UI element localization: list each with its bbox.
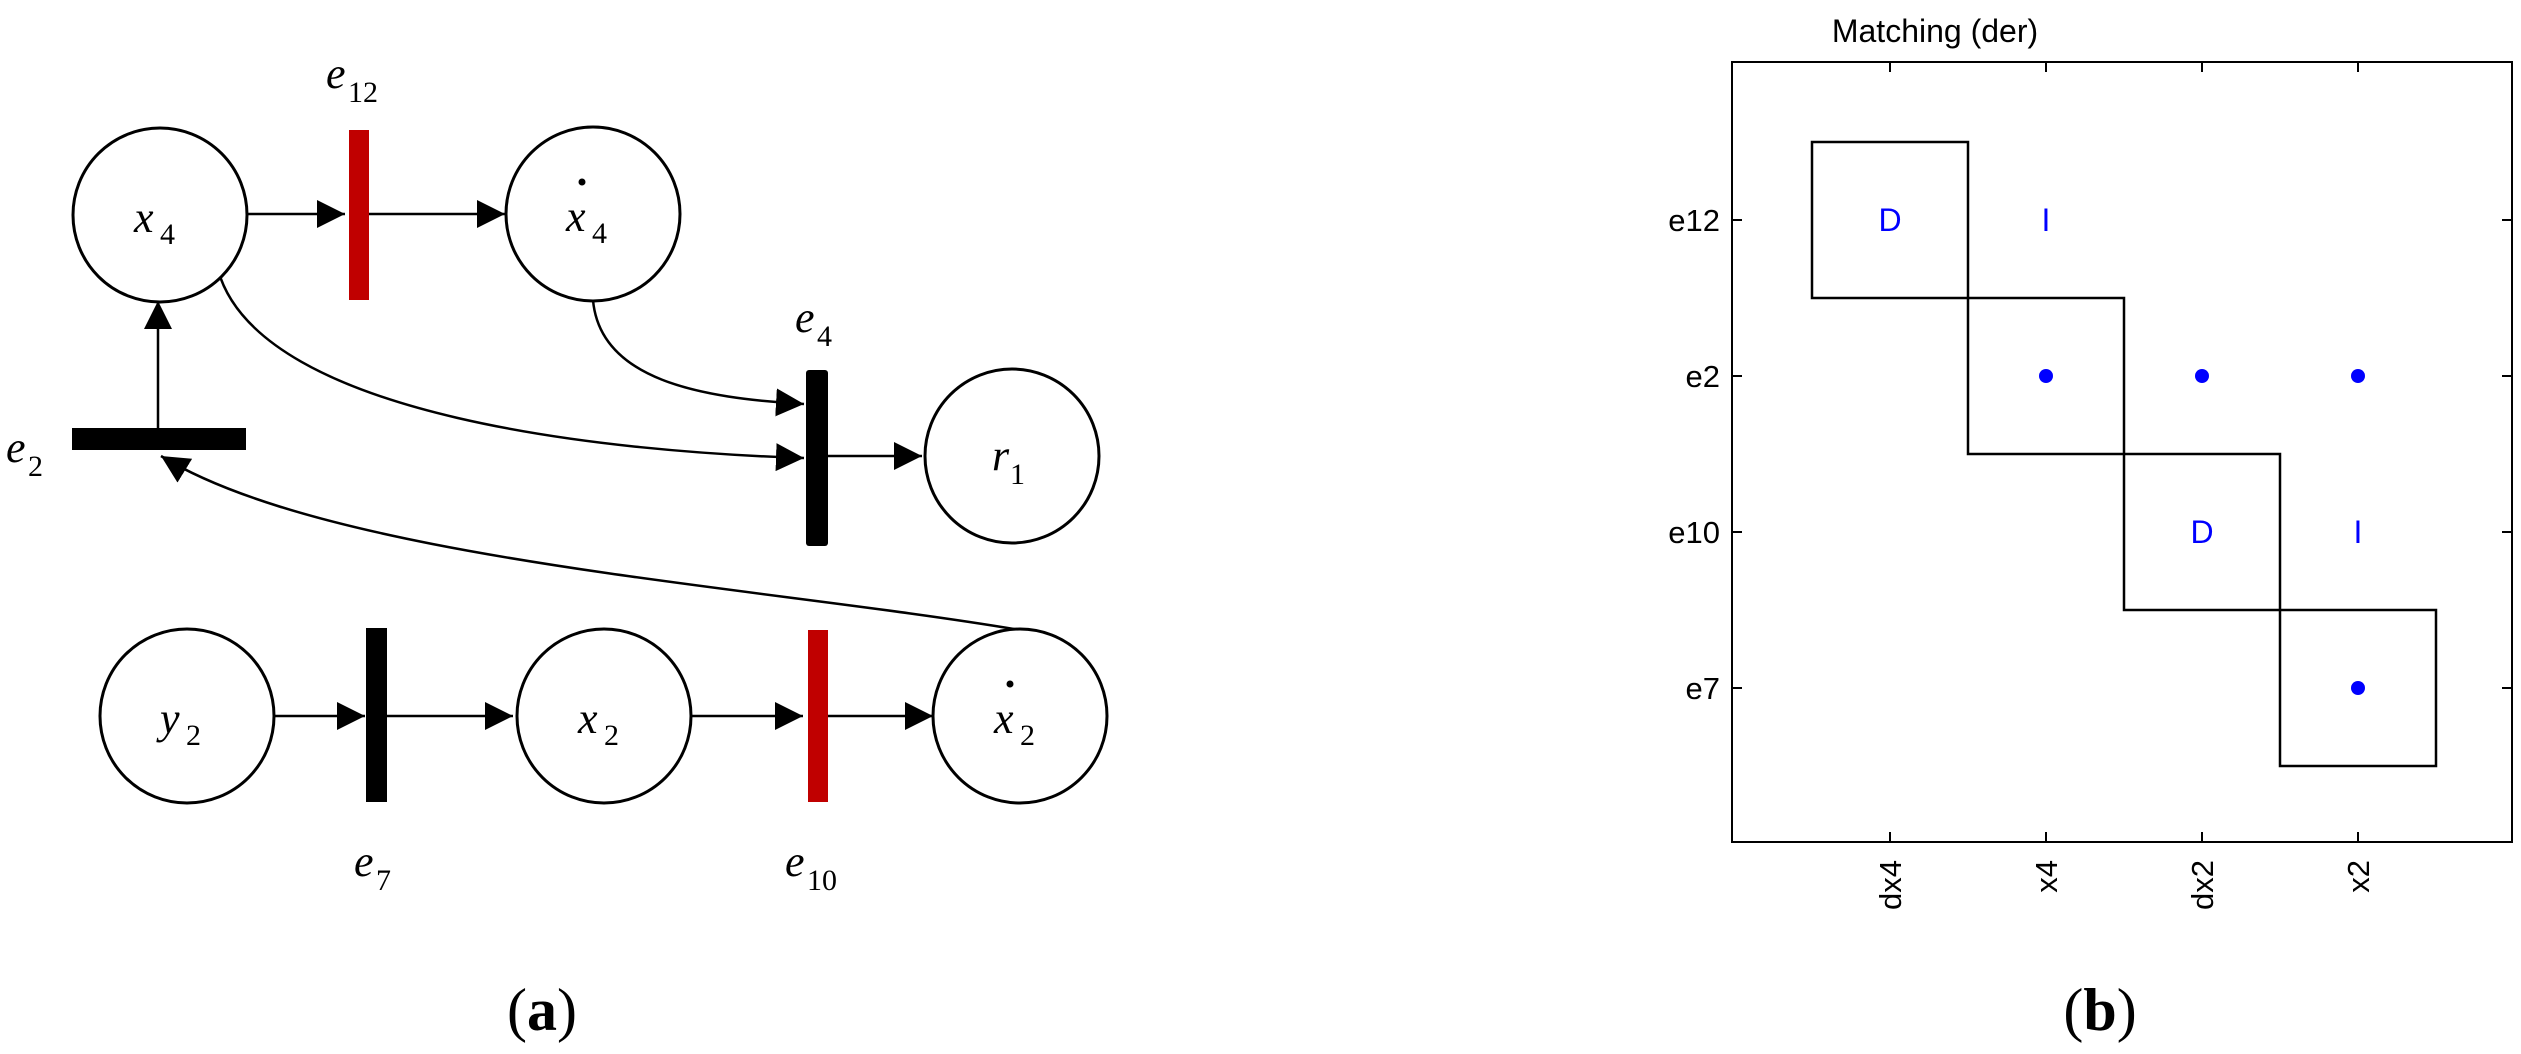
svg-text:2: 2 xyxy=(28,450,43,483)
node-x2-sub: 2 xyxy=(604,719,619,752)
graph-node-x2: x 2 xyxy=(515,627,693,805)
constraint-label-e12: e 12 xyxy=(326,49,378,109)
node-dx2-sub: 2 xyxy=(1020,719,1035,752)
graph-node-dx4: x 4 xyxy=(504,125,682,303)
node-x2-base: x xyxy=(577,694,598,743)
row-label: e7 xyxy=(1686,671,1720,706)
col-label: x2 xyxy=(2341,860,2376,893)
constraint-bar-e10 xyxy=(808,630,828,802)
edge-dx2-e2 xyxy=(160,454,1021,632)
graph-node-r1: r 1 xyxy=(923,367,1101,545)
graph-node-dx2: x 2 xyxy=(931,627,1109,805)
cell-dot xyxy=(2039,369,2053,383)
col-label: x4 xyxy=(2029,860,2064,893)
graph-edges xyxy=(144,200,1021,730)
edge-x4-e4 xyxy=(216,269,805,472)
svg-text:12: 12 xyxy=(348,76,378,109)
matrix-col-labels: dx4 x4 dx2 x2 xyxy=(1873,860,2376,910)
constraint-label-e4: e 4 xyxy=(795,293,832,353)
svg-text:e: e xyxy=(795,293,815,342)
svg-text:e: e xyxy=(354,837,374,886)
row-label: e12 xyxy=(1668,203,1720,238)
edge-dx4-e4 xyxy=(591,299,805,417)
matrix-title: Matching (der) xyxy=(1832,13,2038,49)
constraint-label-e2: e 2 xyxy=(6,423,43,483)
cell-mark: I xyxy=(2042,202,2051,238)
node-dx4-base: x xyxy=(565,192,586,241)
cell-mark: I xyxy=(2354,514,2363,550)
svg-text:e: e xyxy=(6,423,26,472)
matrix-ticks xyxy=(1732,62,2512,842)
matrix-cell-marks: D I D I xyxy=(1878,202,2365,695)
cell-dot xyxy=(2351,369,2365,383)
row-label: e2 xyxy=(1686,359,1720,394)
matching-staircase xyxy=(1810,140,2438,768)
panel-a-bipartite-graph: x 4 x 4 r 1 y 2 x 2 x 2 xyxy=(6,49,1109,1043)
node-dx4-sub: 4 xyxy=(592,217,607,250)
matrix-row-labels: e12 e2 e10 e7 xyxy=(1668,203,1720,706)
cell-mark: D xyxy=(2190,514,2213,550)
matrix-axes-box xyxy=(1731,61,2513,843)
col-label: dx2 xyxy=(2185,860,2220,910)
graph-node-y2: y 2 xyxy=(98,627,276,805)
node-x4-base: x xyxy=(133,193,154,242)
svg-text:7: 7 xyxy=(376,864,391,897)
panel-a-caption: (a) xyxy=(507,977,577,1043)
constraint-bar-e4 xyxy=(806,370,828,546)
cell-mark: D xyxy=(1878,202,1901,238)
constraint-bar-e7 xyxy=(366,628,387,802)
node-r1-base: r xyxy=(992,431,1010,480)
col-label: dx4 xyxy=(1873,860,1908,910)
constraint-bar-e2 xyxy=(72,428,246,450)
row-label: e10 xyxy=(1668,515,1720,550)
svg-text:10: 10 xyxy=(807,864,837,897)
cell-dot xyxy=(2351,681,2365,695)
svg-text:e: e xyxy=(785,837,805,886)
node-y2-sub: 2 xyxy=(186,719,201,752)
constraint-label-e10: e 10 xyxy=(785,837,837,897)
node-y2-base: y xyxy=(156,694,180,743)
cell-dot xyxy=(2195,369,2209,383)
constraint-bar-e12 xyxy=(349,130,369,300)
node-r1-sub: 1 xyxy=(1010,458,1025,491)
svg-text:4: 4 xyxy=(817,320,832,353)
constraint-label-e7: e 7 xyxy=(354,837,391,897)
node-dx4-derivative-dot xyxy=(578,178,586,186)
graph-node-x4: x 4 xyxy=(71,126,249,304)
node-dx2-base: x xyxy=(993,694,1014,743)
panel-b-caption: (b) xyxy=(2063,977,2136,1043)
svg-text:e: e xyxy=(326,49,346,98)
node-x4-sub: 4 xyxy=(160,218,175,251)
node-dx2-derivative-dot xyxy=(1006,680,1014,688)
